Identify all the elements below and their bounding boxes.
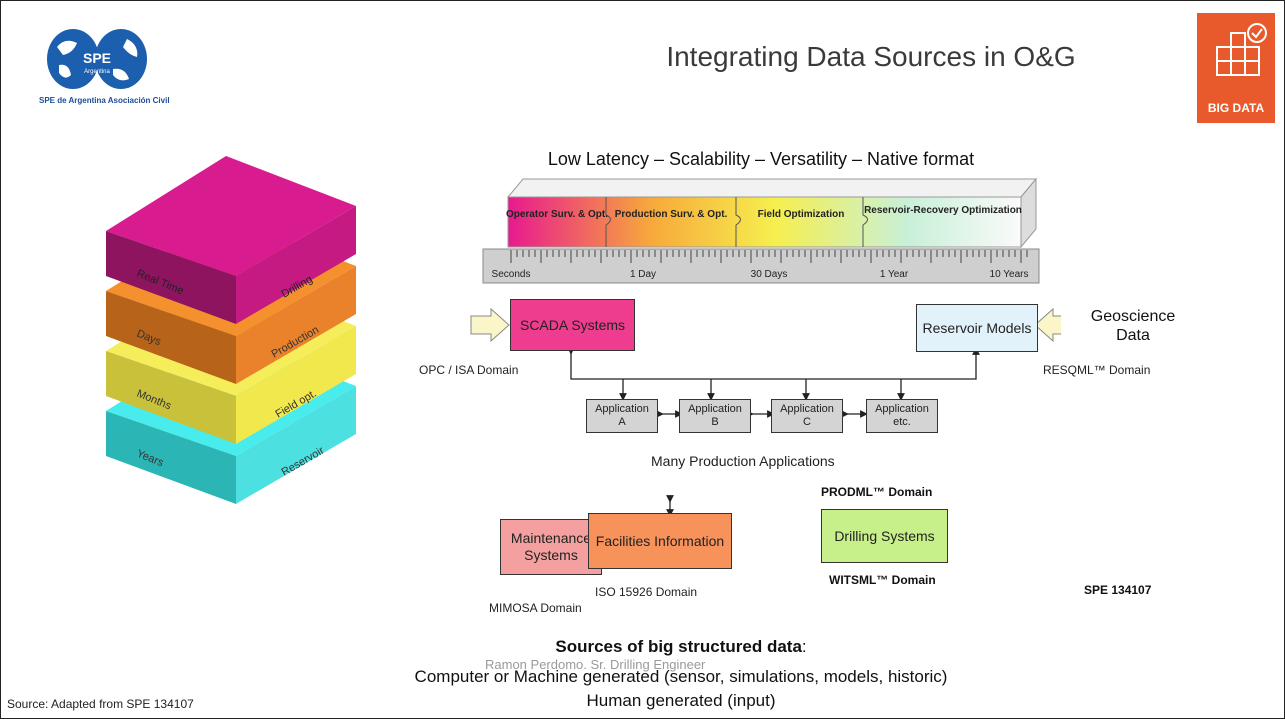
tick-label: 10 Years [990,269,1029,280]
sources-heading: Sources of big structured data: [555,637,807,656]
maintenance-systems-box: Maintenance Systems [500,519,602,575]
author-credit: Ramon Perdomo. Sr. Drilling Engineer [485,657,706,672]
sources-line-2: Human generated (input) [586,691,776,710]
reservoir-models-box: Reservoir Models [916,304,1038,352]
resqml-label: RESQML™ Domain [1043,363,1151,377]
drilling-systems-box: Drilling Systems [821,509,948,563]
logo-subtext: Argentina [84,69,110,75]
sources-line-1: Computer or Machine generated (sensor, s… [414,667,948,686]
witsml-label: WITSML™ Domain [829,573,936,587]
prodml-label: PRODML™ Domain [821,485,933,499]
geoscience-label: Geoscience Data [1090,308,1176,345]
iso-label: ISO 15926 Domain [595,585,698,599]
connector-lines [470,307,1061,517]
process-label: Production Surv. & Opt. [615,209,728,220]
page-title: Integrating Data Sources in O&G [666,41,1076,72]
data-cubes-icon [1216,23,1267,76]
spe-reference: SPE 134107 [1084,583,1152,597]
facilities-information-box: Facilities Information [588,513,732,569]
layer-drilling: Real Time Drilling [106,156,356,324]
badge-label: BIG DATA [1207,101,1265,115]
logo-caption: SPE de Argentina Asociación Civil [39,96,170,105]
spe-logo: SPE Argentina [47,29,147,89]
tick-label: 1 Year [880,269,909,280]
big-data-badge: BIG DATA [1197,13,1275,123]
scada-box: SCADA Systems [510,299,635,351]
logo-text: SPE [83,50,111,66]
tick-label: Seconds [492,269,531,280]
process-label: Reservoir-Recovery Optimization [864,205,1022,216]
tick-label: 30 Days [751,269,788,280]
mimosa-label: MIMOSA Domain [489,601,582,615]
process-label: Operator Surv. & Opt. [506,209,608,220]
layer-stack: Years Reservoir Months Field opt. Days P… [106,156,356,504]
timeline-diagram: Operator Surv. & Opt. Production Surv. &… [482,177,1040,284]
process-label: Field Optimization [758,209,845,220]
tick-label: 1 Day [630,269,656,280]
opc-label: OPC / ISA Domain [419,363,519,377]
source-note: Source: Adapted from SPE 134107 [7,697,194,711]
many-apps-label: Many Production Applications [651,453,835,469]
subtitle: Low Latency – Scalability – Versatility … [547,149,975,169]
